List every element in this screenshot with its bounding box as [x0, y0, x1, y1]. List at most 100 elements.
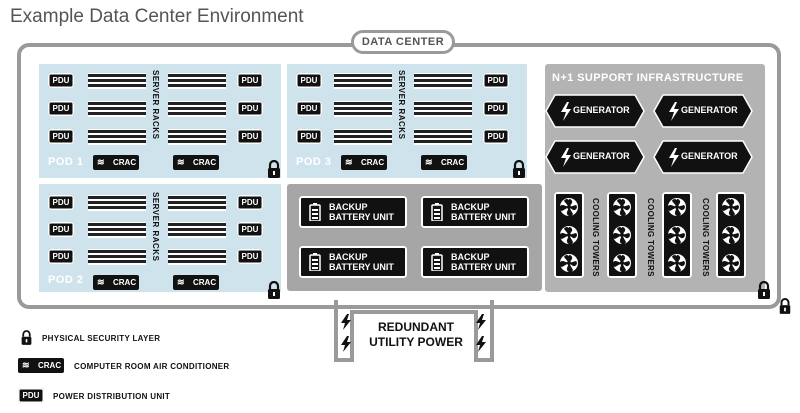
fan-icon: [721, 197, 741, 217]
fan-icon: [559, 253, 579, 273]
server-rack: [334, 73, 392, 89]
fan-icon: [721, 253, 741, 273]
crac-badge: ≋CRAC: [173, 155, 219, 170]
generator-label-box: GENERATOR: [545, 94, 645, 128]
crac-icon: ≋: [97, 157, 105, 167]
page-title: Example Data Center Environment: [10, 6, 304, 27]
pdu-badge: PDU: [483, 73, 509, 88]
pdu-badge: PDU: [48, 129, 74, 144]
lightning-icon: [561, 148, 571, 167]
fan-icon: [612, 197, 632, 217]
battery-line-2: BATTERY UNIT: [451, 262, 516, 272]
pdu-badge: PDU: [237, 222, 263, 237]
cooling-towers-label: COOLING TOWERS: [591, 198, 600, 277]
lightning-icon: [669, 148, 679, 167]
fan-icon: [667, 225, 687, 245]
lock-icon: [779, 298, 791, 314]
server-rack: [168, 222, 226, 238]
fan-icon: [667, 253, 687, 273]
pod-name: POD 1: [48, 156, 84, 168]
server-rack: [168, 195, 226, 211]
server-rack: [88, 249, 146, 265]
server-rack: [168, 249, 226, 265]
lock-icon: [21, 330, 32, 345]
pod-3: PDU PDU PDU SERVER RACKS PDU PDU PDU POD…: [287, 64, 527, 178]
lightning-icon: [341, 314, 351, 330]
server-rack: [414, 101, 472, 117]
pdu-badge: PDU: [48, 249, 74, 264]
fan-icon: [721, 225, 741, 245]
generator-label: GENERATOR: [573, 105, 630, 115]
lock-icon: [513, 160, 525, 178]
pod-name: POD 3: [296, 156, 332, 168]
lightning-icon: [341, 336, 351, 352]
pdu-badge: PDU: [483, 129, 509, 144]
lightning-icon: [669, 102, 679, 121]
battery-line-1: BACKUP: [329, 252, 368, 262]
pdu-badge: PDU: [296, 129, 322, 144]
generator: [653, 140, 753, 174]
crac-icon: ≋: [345, 157, 353, 167]
battery-icon: [309, 203, 321, 221]
pdu-badge: PDU: [483, 101, 509, 116]
generator-label-box: GENERATOR: [653, 140, 753, 174]
server-rack: [414, 129, 472, 145]
battery-line-1: BACKUP: [451, 252, 490, 262]
battery-icon: [431, 203, 443, 221]
pod-name: POD 2: [48, 274, 84, 286]
battery-line-1: BACKUP: [451, 202, 490, 212]
battery-line-2: BATTERY UNIT: [329, 262, 394, 272]
pdu-badge: PDU: [48, 73, 74, 88]
pdu-badge: PDU: [296, 101, 322, 116]
battery-icon: [431, 253, 443, 271]
generator: [545, 140, 645, 174]
fan-icon: [559, 197, 579, 217]
data-center-label: DATA CENTER: [351, 30, 455, 54]
server-rack: [334, 129, 392, 145]
crac-icon: ≋: [425, 157, 433, 167]
lightning-icon: [476, 314, 486, 330]
fan-icon: [612, 225, 632, 245]
server-rack: [414, 73, 472, 89]
server-rack: [334, 101, 392, 117]
cooling-towers-label: COOLING TOWERS: [701, 198, 710, 277]
lock-icon: [758, 281, 770, 299]
server-rack: [88, 195, 146, 211]
crac-badge: ≋CRAC: [93, 155, 139, 170]
pdu-badge: PDU: [18, 388, 44, 403]
cooling-tower: [607, 192, 637, 278]
cooling-tower: [554, 192, 584, 278]
pdu-badge: PDU: [48, 195, 74, 210]
pdu-badge: PDU: [48, 101, 74, 116]
battery-icon: [309, 253, 321, 271]
generator-label-box: GENERATOR: [545, 140, 645, 174]
crac-badge: ≋CRAC: [173, 275, 219, 290]
legend-security-text: PHYSICAL SECURITY LAYER: [42, 334, 161, 343]
battery-line-1: BACKUP: [329, 202, 368, 212]
server-rack: [168, 129, 226, 145]
fan-icon: [559, 225, 579, 245]
server-racks-label: SERVER RACKS: [397, 70, 406, 140]
cooling-tower: [716, 192, 746, 278]
pdu-badge: PDU: [237, 73, 263, 88]
pdu-badge: PDU: [237, 249, 263, 264]
server-rack: [88, 222, 146, 238]
server-racks-label: SERVER RACKS: [151, 70, 160, 140]
crac-icon: ≋: [22, 360, 30, 370]
crac-badge: ≋CRAC: [341, 155, 387, 170]
generator-label: GENERATOR: [681, 105, 738, 115]
server-racks-label: SERVER RACKS: [151, 192, 160, 262]
fan-icon: [612, 253, 632, 273]
pod-1: PDU PDU PDU SERVER RACKS PDU PDU PDU POD…: [39, 64, 281, 178]
crac-badge: ≋CRAC: [18, 358, 64, 373]
server-rack: [168, 73, 226, 89]
support-title: N+1 SUPPORT INFRASTRUCTURE: [552, 72, 744, 84]
legend-pdu-text: POWER DISTRIBUTION UNIT: [53, 392, 171, 401]
server-rack: [168, 101, 226, 117]
utility-power-connector: [334, 300, 494, 362]
